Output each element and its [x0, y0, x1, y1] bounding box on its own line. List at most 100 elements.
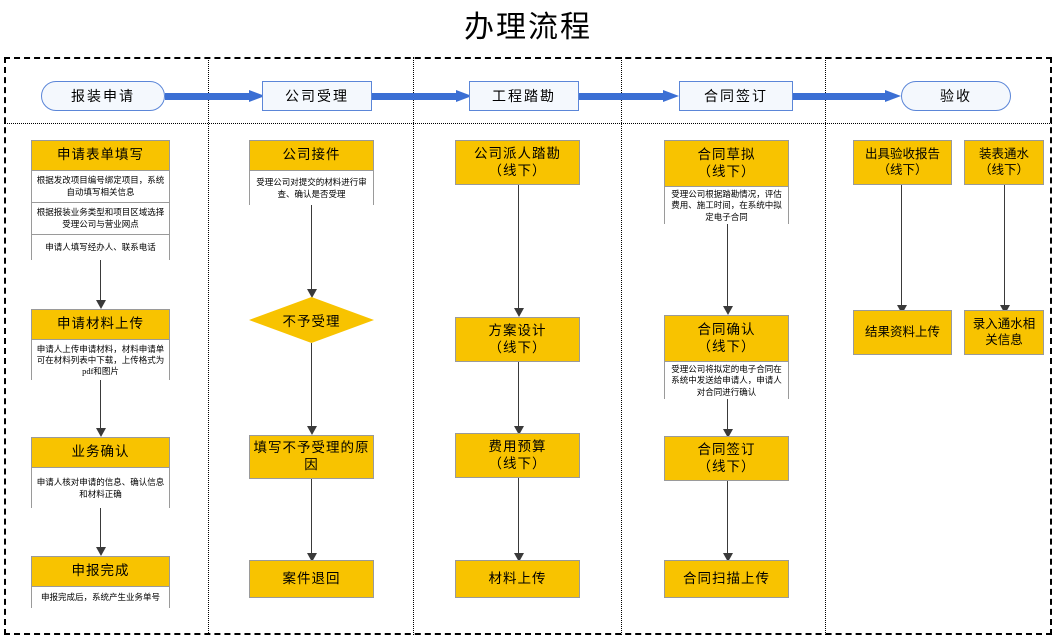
stage-header-label: 报装申请 [71, 90, 135, 105]
connector-arrowhead [96, 300, 106, 309]
arrow-head [456, 90, 472, 102]
stage-arrow-1 [165, 90, 265, 102]
connector-arrowhead [307, 289, 317, 298]
node-title: 申请材料上传 [32, 310, 169, 339]
node-desc: 申请人核对申请的信息、确认信息和材料正确 [32, 467, 169, 509]
connector [901, 185, 902, 307]
stage-header-1[interactable]: 报装申请 [41, 81, 165, 111]
node-title: 案件退回 [250, 561, 373, 597]
stage-arrow-3 [579, 90, 679, 102]
node-title: 合同草拟 （线下） [665, 141, 788, 186]
arrow-head [249, 90, 265, 102]
connector-arrowhead [1000, 305, 1010, 314]
stage-arrow-2 [372, 90, 472, 102]
connector [100, 508, 101, 549]
connector [100, 260, 101, 302]
node-desc: 受理公司将拟定的电子合同在系统中发送给申请人，申请人对合同进行确认 [665, 361, 788, 400]
connector-arrowhead [514, 426, 524, 435]
connector-arrowhead [897, 305, 907, 314]
node-desc: 申请人上传申请材料，材料申请单可在材料列表中下载，上传格式为pdf和图片 [32, 339, 169, 381]
connector-arrowhead [307, 426, 317, 435]
stage-header-label: 合同签订 [704, 90, 768, 105]
stage-header-5[interactable]: 验收 [901, 81, 1011, 111]
stage-header-2[interactable]: 公司受理 [262, 81, 372, 111]
flow-node[interactable]: 填写不予受理的原因 [249, 435, 374, 479]
swimlane-frame [4, 57, 1052, 635]
node-title: 填写不予受理的原因 [250, 436, 373, 478]
flow-node[interactable]: 装表通水 （线下） [964, 140, 1044, 185]
flow-node[interactable]: 录入通水相关信息 [964, 310, 1044, 355]
node-title: 方案设计 （线下） [456, 318, 579, 361]
connector-arrowhead [723, 306, 733, 315]
flow-node[interactable]: 申请材料上传 申请人上传申请材料，材料申请单可在材料列表中下载，上传格式为pdf… [31, 309, 170, 381]
connector [727, 399, 728, 431]
flow-node[interactable]: 案件退回 [249, 560, 374, 598]
stage-header-label: 公司受理 [285, 90, 349, 105]
flow-node[interactable]: 结果资料上传 [853, 310, 952, 355]
flow-node[interactable]: 材料上传 [455, 560, 580, 598]
flow-node[interactable]: 申报完成 申报完成后，系统产生业务单号 [31, 556, 170, 609]
node-title: 合同扫描上传 [665, 561, 788, 597]
node-desc: 申请人填写经办人、联系电话 [32, 234, 169, 261]
arrow-shaft [165, 93, 249, 100]
node-title: 不予受理 [282, 314, 341, 329]
connector [1004, 185, 1005, 307]
flow-node[interactable]: 合同签订 （线下） [664, 436, 789, 481]
node-desc: 根据发改项目编号绑定项目，系统自动填写相关信息 [32, 170, 169, 202]
lane-header-divider [4, 123, 1052, 124]
decision-node[interactable]: 不予受理 [249, 297, 374, 343]
flow-node[interactable]: 方案设计 （线下） [455, 317, 580, 362]
connector-arrowhead [514, 553, 524, 562]
stage-header-3[interactable]: 工程踏勘 [469, 81, 579, 111]
connector-arrowhead [723, 429, 733, 438]
flow-node[interactable]: 合同确认 （线下） 受理公司将拟定的电子合同在系统中发送给申请人，申请人对合同进… [664, 315, 789, 400]
flow-node[interactable]: 出具验收报告 （线下） [853, 140, 952, 185]
arrow-head [663, 90, 679, 102]
lane-divider-2 [413, 57, 414, 635]
stage-header-4[interactable]: 合同签订 [679, 81, 793, 111]
flow-node[interactable]: 合同草拟 （线下） 受理公司根据踏勘情况，评估费用、施工时间，在系统中拟定电子合… [664, 140, 789, 225]
node-title: 公司派人踏勘 （线下） [456, 141, 579, 184]
connector [518, 185, 519, 310]
stage-header-label: 工程踏勘 [492, 90, 556, 105]
node-desc: 申报完成后，系统产生业务单号 [32, 586, 169, 609]
connector [311, 343, 312, 428]
connector-arrowhead [96, 547, 106, 556]
page-title: 办理流程 [464, 11, 592, 44]
node-title: 合同签订 （线下） [665, 437, 788, 480]
flow-node[interactable]: 公司接件 受理公司对提交的材料进行审查、确认是否受理 [249, 140, 374, 206]
stage-arrow-4 [793, 90, 901, 102]
node-title: 公司接件 [250, 141, 373, 170]
node-title: 结果资料上传 [854, 311, 951, 354]
node-desc: 受理公司对提交的材料进行审查、确认是否受理 [250, 170, 373, 206]
flow-node[interactable]: 费用预算 （线下） [455, 433, 580, 478]
connector-arrowhead [514, 308, 524, 317]
stage-header-label: 验收 [940, 90, 972, 105]
connector [100, 380, 101, 430]
flow-node[interactable]: 合同扫描上传 [664, 560, 789, 598]
connector [518, 478, 519, 555]
node-title: 录入通水相关信息 [965, 311, 1043, 354]
node-desc: 受理公司根据踏勘情况，评估费用、施工时间，在系统中拟定电子合同 [665, 186, 788, 225]
connector-arrowhead [96, 428, 106, 437]
connector-arrowhead [307, 553, 317, 562]
connector [518, 362, 519, 428]
node-title: 装表通水 （线下） [965, 141, 1043, 184]
lane-divider-1 [208, 57, 209, 635]
flow-node[interactable]: 申请表单填写 根据发改项目编号绑定项目，系统自动填写相关信息 根据报装业务类型和… [31, 140, 170, 261]
node-title: 业务确认 [32, 438, 169, 467]
arrow-shaft [372, 93, 456, 100]
arrow-shaft [579, 93, 663, 100]
lane-divider-3 [621, 57, 622, 635]
node-title: 申请表单填写 [32, 141, 169, 170]
connector-arrowhead [723, 553, 733, 562]
node-title: 费用预算 （线下） [456, 434, 579, 477]
lane-divider-4 [825, 57, 826, 635]
node-title: 申报完成 [32, 557, 169, 586]
connector [311, 205, 312, 291]
flow-node[interactable]: 业务确认 申请人核对申请的信息、确认信息和材料正确 [31, 437, 170, 509]
arrow-head [885, 90, 901, 102]
flow-node[interactable]: 公司派人踏勘 （线下） [455, 140, 580, 185]
node-title: 合同确认 （线下） [665, 316, 788, 361]
connector [311, 479, 312, 555]
